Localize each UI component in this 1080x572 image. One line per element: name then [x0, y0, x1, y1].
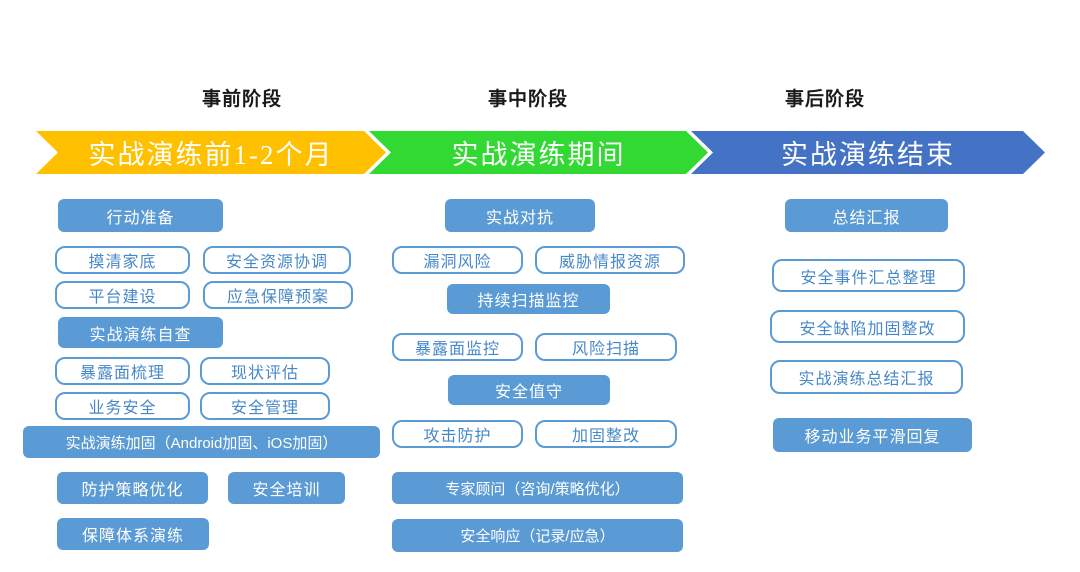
box-drill-summary-report: 实战演练总结汇报 [770, 360, 963, 394]
box-summary-report: 总结汇报 [785, 199, 948, 232]
box-assurance-system-drill: 保障体系演练 [57, 518, 209, 550]
box-live-confrontation: 实战对抗 [445, 199, 595, 232]
box-action-preparation: 行动准备 [58, 199, 223, 232]
box-risk-scanning: 风险扫描 [535, 333, 677, 361]
phase-header-pre: 事前阶段 [201, 89, 282, 110]
box-expert-consulting: 专家顾问（咨询/策略优化） [392, 472, 683, 504]
box-security-duty: 安全值守 [448, 375, 610, 405]
phase-header-during: 事中阶段 [487, 89, 568, 110]
box-security-management: 安全管理 [200, 392, 330, 420]
box-security-response: 安全响应（记录/应急） [392, 519, 683, 552]
box-platform-construction: 平台建设 [55, 281, 190, 309]
box-attack-protection: 攻击防护 [392, 420, 523, 448]
box-vulnerability-risk: 漏洞风险 [392, 246, 523, 274]
box-security-resource-coordination: 安全资源协调 [203, 246, 351, 274]
box-hardening-android-ios: 实战演练加固（Android加固、iOS加固） [23, 426, 380, 458]
banner-arrow-during: 实战演练期间 [369, 131, 708, 174]
box-self-inspection: 实战演练自查 [58, 317, 223, 348]
box-exposure-surface-sorting: 暴露面梳理 [55, 357, 190, 385]
box-hardening-rectification: 加固整改 [535, 420, 677, 448]
box-incident-collation: 安全事件汇总整理 [772, 259, 965, 292]
box-emergency-plan: 应急保障预案 [203, 281, 353, 309]
box-threat-intel-resources: 威胁情报资源 [535, 246, 685, 274]
banner-arrow-pre: 实战演练前1-2个月 [36, 131, 386, 174]
box-protection-strategy-optimization: 防护策略优化 [57, 472, 208, 504]
box-status-assessment: 现状评估 [200, 357, 330, 385]
box-exposure-surface-monitoring: 暴露面监控 [392, 333, 523, 361]
box-mobile-business-smooth-recovery: 移动业务平滑回复 [773, 418, 972, 452]
box-business-security: 业务安全 [55, 392, 190, 420]
box-asset-inventory: 摸清家底 [55, 246, 190, 274]
phase-header-post: 事后阶段 [784, 89, 865, 110]
box-continuous-scan-monitoring: 持续扫描监控 [447, 284, 610, 314]
banner-arrow-post: 实战演练结束 [691, 131, 1045, 174]
box-defect-hardening-rectification: 安全缺陷加固整改 [770, 310, 965, 343]
box-security-training: 安全培训 [228, 472, 345, 504]
